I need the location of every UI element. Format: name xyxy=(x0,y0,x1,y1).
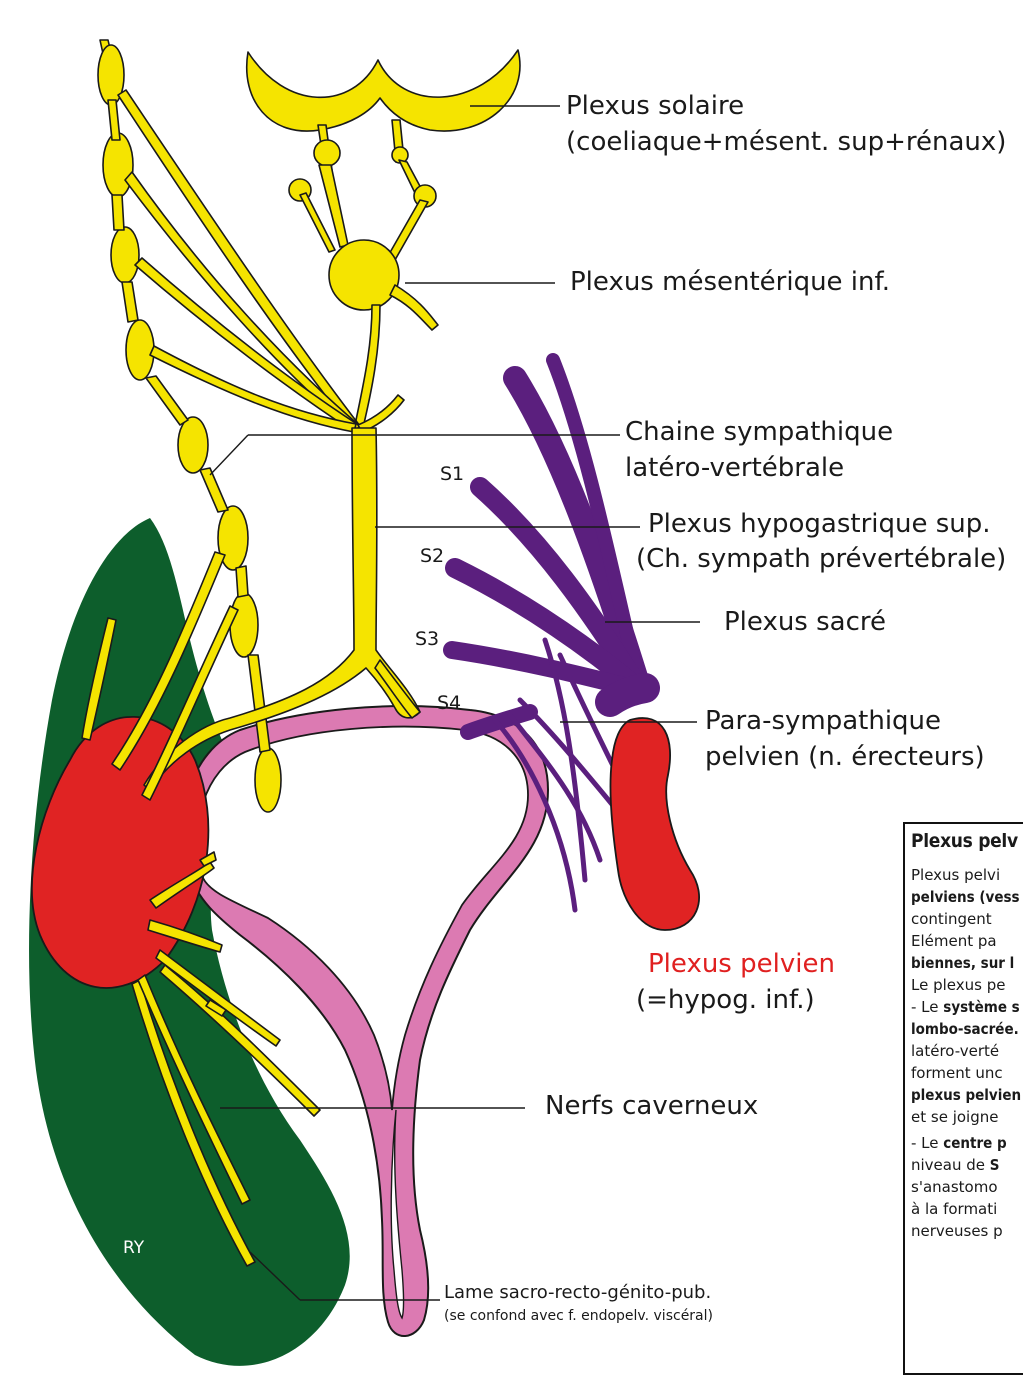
label-ry: RY xyxy=(123,1238,144,1258)
info-line: contingent xyxy=(911,910,992,928)
info-line: biennes, sur l xyxy=(911,954,1014,972)
info-box-title: Plexus pelv xyxy=(911,830,1018,852)
label-plexus-solaire: Plexus solaire xyxy=(566,88,744,124)
label-s2: S2 xyxy=(420,545,444,567)
info-line-bold: centre p xyxy=(943,1134,1006,1152)
info-line: pelviens (vess xyxy=(911,888,1020,906)
label-hypogastrique-2: (Ch. sympath prévertébrale) xyxy=(636,541,1006,577)
info-line-bold: biennes, sur l xyxy=(911,954,1014,972)
info-line: Elément pa xyxy=(911,932,997,950)
label-hypogastrique-1: Plexus hypogastrique sup. xyxy=(648,506,991,542)
label-plexus-sacre: Plexus sacré xyxy=(724,604,886,640)
info-line: niveau de S xyxy=(911,1156,1000,1174)
sacral-plexus xyxy=(452,360,645,732)
info-line: à la formati xyxy=(911,1200,997,1218)
label-lame-2: (se confond avec f. endopelv. viscéral) xyxy=(444,1306,713,1326)
label-pelvien-2: (=hypog. inf.) xyxy=(636,982,815,1018)
info-line-bold: pelviens (vess xyxy=(911,888,1020,906)
info-line: nerveuses p xyxy=(911,1222,1003,1240)
label-s1: S1 xyxy=(440,463,464,485)
info-line-part: - Le xyxy=(911,998,943,1016)
info-line-bold: plexus pelvien xyxy=(911,1086,1021,1104)
info-line-bold: S xyxy=(990,1156,1000,1174)
label-chaine-1: Chaine sympathique xyxy=(625,414,893,450)
info-line: latéro-verté xyxy=(911,1042,999,1060)
info-line: forment unc xyxy=(911,1064,1003,1082)
info-line-part: niveau de xyxy=(911,1156,990,1174)
info-line: s'anastomo xyxy=(911,1178,998,1196)
info-line: plexus pelvien xyxy=(911,1086,1021,1104)
info-line: Le plexus pe xyxy=(911,976,1005,994)
pelvic-plexus-red-right xyxy=(610,718,699,930)
label-s3: S3 xyxy=(415,628,439,650)
label-para-2: pelvien (n. érecteurs) xyxy=(705,739,985,775)
info-line: - Le centre p xyxy=(911,1134,1007,1152)
info-line: lombo-sacrée. xyxy=(911,1020,1019,1038)
label-s4: S4 xyxy=(437,692,461,714)
label-pelvien-1: Plexus pelvien xyxy=(648,946,835,982)
info-line: et se joigne xyxy=(911,1108,998,1126)
info-line-part: - Le xyxy=(911,1134,943,1152)
info-line-bold: système s xyxy=(943,998,1019,1016)
info-box: Plexus pelv Plexus pelvi pelviens (vess … xyxy=(903,822,1023,1375)
info-line: - Le système s xyxy=(911,998,1020,1016)
label-nerfs-caverneux: Nerfs caverneux xyxy=(545,1088,758,1124)
info-line: Plexus pelvi xyxy=(911,866,1000,884)
label-lame-1: Lame sacro-recto-génito-pub. xyxy=(444,1283,711,1303)
info-line-bold: lombo-sacrée. xyxy=(911,1020,1019,1038)
label-plexus-solaire-sub: (coeliaque+mésent. sup+rénaux) xyxy=(566,124,1006,160)
label-chaine-2: latéro-vertébrale xyxy=(625,450,844,486)
label-para-1: Para-sympathique xyxy=(705,703,941,739)
label-plexus-mesenterique: Plexus mésentérique inf. xyxy=(570,264,890,300)
